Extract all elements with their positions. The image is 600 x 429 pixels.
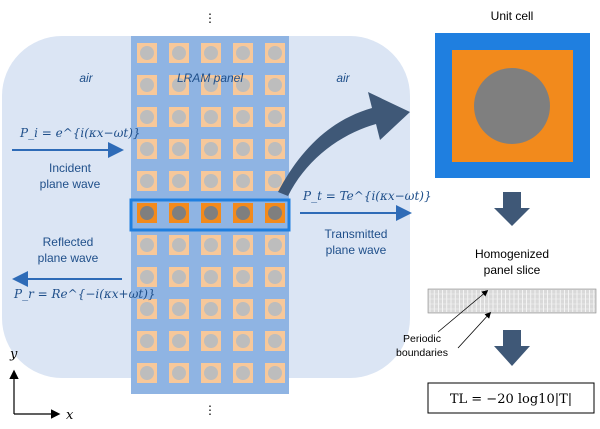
axis-x-label: x bbox=[66, 408, 74, 423]
homogenized-slice bbox=[427, 288, 597, 314]
panel-cell-inclusion bbox=[140, 142, 154, 156]
panel-cell-inclusion bbox=[140, 238, 154, 252]
panel-cell-inclusion bbox=[268, 142, 282, 156]
panel-cell-inclusion bbox=[236, 334, 250, 348]
panel-cell-inclusion bbox=[204, 142, 218, 156]
air-right-label: air bbox=[336, 71, 350, 85]
panel-cell-inclusion bbox=[268, 206, 282, 220]
down-arrow-1 bbox=[494, 192, 530, 226]
incident-equation: P_i = e^{i(κx−ωt)} bbox=[19, 126, 141, 140]
down-arrow-2 bbox=[494, 330, 530, 366]
panel-cell-inclusion bbox=[268, 78, 282, 92]
panel-cell-inclusion bbox=[140, 174, 154, 188]
panel-cell-inclusion bbox=[268, 334, 282, 348]
zoom-arrow bbox=[278, 92, 410, 196]
panel-cell-inclusion bbox=[268, 174, 282, 188]
panel-cell-inclusion bbox=[140, 302, 154, 316]
unit-cell-inclusion bbox=[474, 68, 550, 144]
panel-cell-inclusion bbox=[236, 206, 250, 220]
unit-cell-title: Unit cell bbox=[491, 9, 534, 23]
panel-cell-inclusion bbox=[204, 334, 218, 348]
panel-cell-inclusion bbox=[172, 174, 186, 188]
reflected-label-2: plane wave bbox=[38, 251, 99, 265]
panel-cell-inclusion bbox=[236, 110, 250, 124]
panel-cell-inclusion bbox=[204, 238, 218, 252]
panel-label: LRAM panel bbox=[177, 71, 243, 85]
tl-box bbox=[427, 382, 595, 414]
panel-cell-inclusion bbox=[172, 78, 186, 92]
transmitted-label-1: Transmitted bbox=[325, 227, 388, 241]
panel-cell-inclusion bbox=[204, 302, 218, 316]
panel-cell-inclusion bbox=[268, 270, 282, 284]
incident-label-2: plane wave bbox=[40, 177, 101, 191]
panel-cell-inclusion bbox=[172, 270, 186, 284]
panel-cell-inclusion bbox=[204, 78, 218, 92]
panel-cell-inclusion bbox=[140, 206, 154, 220]
panel-cell-inclusion bbox=[140, 110, 154, 124]
panel-cell-inclusion bbox=[140, 270, 154, 284]
incident-label-1: Incident bbox=[49, 161, 92, 175]
panel-cell-inclusion bbox=[268, 366, 282, 380]
periodic-label-2: boundaries bbox=[396, 347, 448, 359]
periodic-label-1: Periodic bbox=[403, 333, 441, 345]
panel-cell-inclusion bbox=[140, 46, 154, 60]
panel-cell-inclusion bbox=[172, 238, 186, 252]
panel-cell-inclusion bbox=[236, 46, 250, 60]
homogenized-slice-grid bbox=[429, 290, 595, 312]
panel-cell-inclusion bbox=[268, 238, 282, 252]
panel-cell-inclusion bbox=[236, 270, 250, 284]
panel-cell-inclusion bbox=[236, 142, 250, 156]
panel-cell-inclusion bbox=[172, 110, 186, 124]
panel-cell-inclusion bbox=[268, 46, 282, 60]
panel-cell-inclusion bbox=[172, 366, 186, 380]
panel-cell-inclusion bbox=[236, 238, 250, 252]
air-left-label: air bbox=[79, 71, 93, 85]
panel-cell-inclusion bbox=[140, 78, 154, 92]
ellipsis-top: ⋮ bbox=[204, 11, 216, 25]
periodic-pointer-bottom bbox=[457, 311, 492, 349]
tl-equation: TL = −20 log10|T| bbox=[450, 392, 572, 407]
highlighted-row bbox=[129, 198, 291, 232]
panel-cell-inclusion bbox=[236, 366, 250, 380]
panel-cell-inclusion bbox=[236, 78, 250, 92]
reflected-equation: P_r = Re^{−i(κx+ωt)} bbox=[13, 287, 156, 301]
transmitted-label-2: plane wave bbox=[326, 243, 387, 257]
panel-cell-inclusion bbox=[140, 366, 154, 380]
periodic-pointer-top bbox=[437, 289, 489, 333]
panel-cell-inclusion bbox=[204, 366, 218, 380]
homogenized-label-2: panel slice bbox=[484, 263, 541, 277]
panel-cell-inclusion bbox=[172, 334, 186, 348]
panel-cell-inclusion bbox=[172, 46, 186, 60]
panel-cell-inclusion bbox=[172, 302, 186, 316]
panel-cell-inclusion bbox=[236, 174, 250, 188]
transmitted-equation: P_t = Te^{i(κx−ωt)} bbox=[302, 189, 432, 203]
axis-y-label: y bbox=[9, 347, 18, 362]
panel-cell-inclusion bbox=[204, 110, 218, 124]
panel-cell-inclusion bbox=[204, 206, 218, 220]
panel-cell-inclusion bbox=[204, 270, 218, 284]
panel-cell-inclusion bbox=[140, 334, 154, 348]
panel-cell-inclusion bbox=[268, 302, 282, 316]
panel-cells bbox=[137, 43, 285, 383]
panel-cell-inclusion bbox=[268, 110, 282, 124]
ellipsis-bottom: ⋮ bbox=[204, 403, 216, 417]
panel-cell-inclusion bbox=[172, 142, 186, 156]
panel-cell-inclusion bbox=[172, 206, 186, 220]
panel-cell-inclusion bbox=[204, 174, 218, 188]
panel-cell-inclusion bbox=[236, 302, 250, 316]
homogenized-label-1: Homogenized bbox=[475, 247, 549, 261]
panel-cell-inclusion bbox=[204, 46, 218, 60]
reflected-label-1: Reflected bbox=[43, 235, 94, 249]
